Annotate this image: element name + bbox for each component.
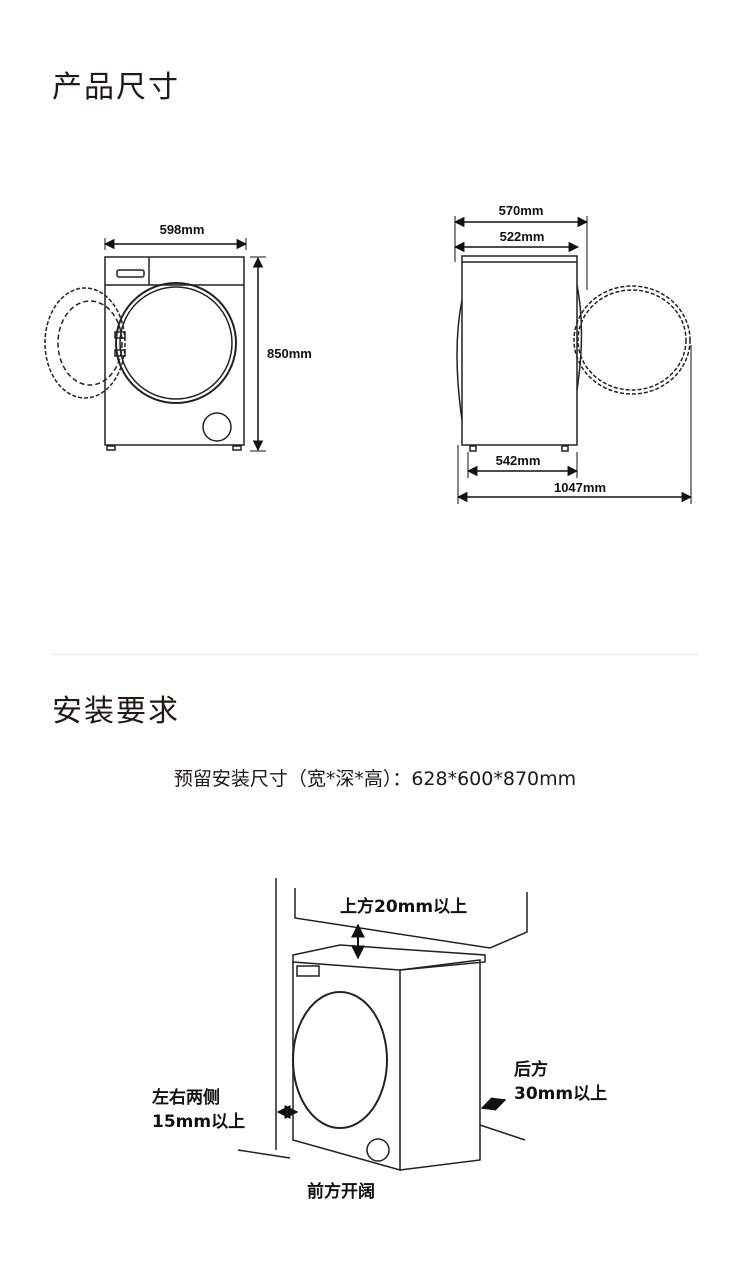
reserved-size-text: 预留安装尺寸（宽*深*高）：628*600*870mm xyxy=(173,768,577,790)
front-view-washer xyxy=(44,256,245,451)
top-clearance-label: 上方20mm以上 xyxy=(340,896,467,917)
front-height-label: 850mm xyxy=(267,346,312,361)
back-clearance-label-1: 后方 xyxy=(514,1059,548,1080)
install-diagram xyxy=(237,878,528,1171)
section-divider xyxy=(52,654,698,655)
front-clearance-label: 前方开阔 xyxy=(307,1181,375,1202)
section-title-install: 安装要求 xyxy=(52,694,180,729)
side-body-depth-label: 522mm xyxy=(500,229,545,244)
side-base-depth-label: 542mm xyxy=(496,453,541,468)
section-title-dimensions: 产品尺寸 xyxy=(52,70,180,105)
side-door-open-depth-label: 1047mm xyxy=(554,480,606,495)
side-total-depth-label: 570mm xyxy=(499,203,544,218)
side-view-washer xyxy=(456,255,691,452)
side-clearance-label-2: 15mm以上 xyxy=(152,1112,245,1132)
side-clearance-label-1: 左右两侧 xyxy=(152,1087,220,1108)
front-width-label: 598mm xyxy=(160,222,205,237)
back-clearance-label-2: 30mm以上 xyxy=(514,1084,607,1104)
